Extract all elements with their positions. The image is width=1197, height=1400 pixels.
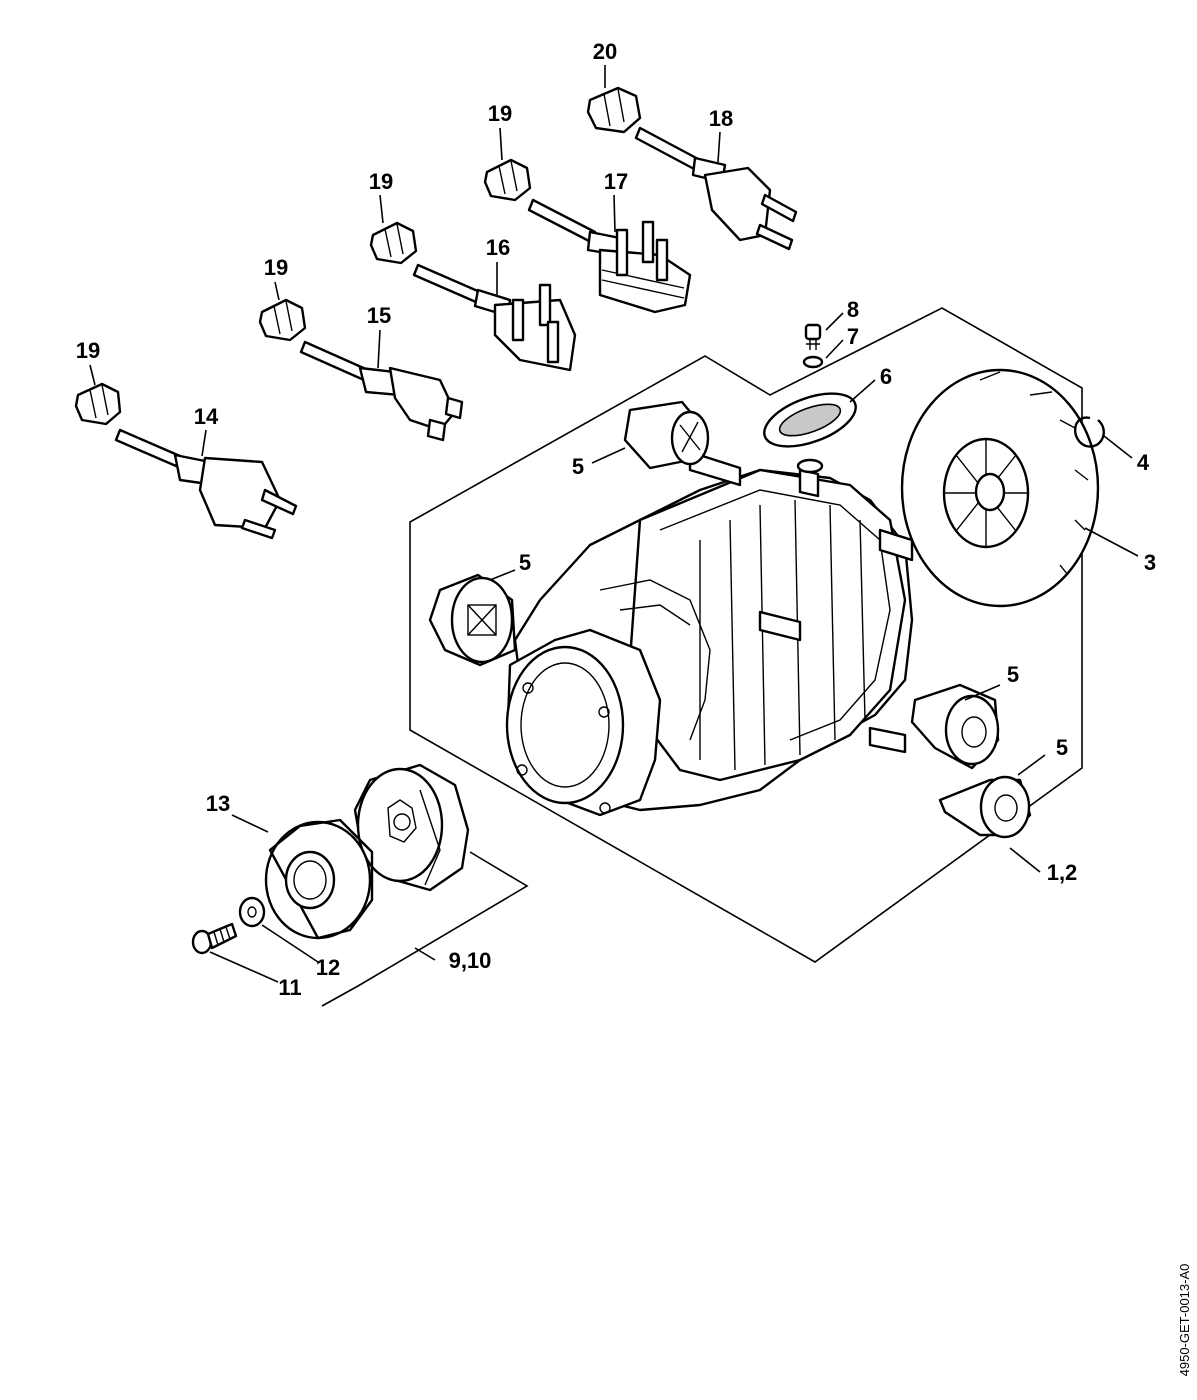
small-screw	[804, 323, 822, 350]
callout-17: 17	[604, 169, 628, 194]
circlip	[1074, 416, 1105, 448]
callout-15: 15	[367, 303, 391, 328]
callout-13: 13	[206, 791, 230, 816]
callout-1-2: 1,2	[1047, 860, 1078, 885]
callout-16: 16	[486, 235, 510, 260]
shaft-seal	[264, 818, 374, 940]
motor-housing	[505, 450, 914, 817]
rubber-damper-right-lower	[938, 775, 1032, 839]
callout-5-right-upper: 5	[1007, 662, 1019, 687]
callout-19-c: 19	[369, 169, 393, 194]
callout-11: 11	[278, 975, 301, 1000]
callout-9-10: 9,10	[449, 948, 492, 973]
power-cord-14	[114, 428, 298, 540]
callout-5-right-lower: 5	[1056, 735, 1068, 760]
fan-impeller	[900, 368, 1100, 608]
callout-20: 20	[593, 39, 617, 64]
callout-12: 12	[316, 955, 340, 980]
small-washer	[802, 355, 824, 369]
flat-washer	[238, 896, 266, 928]
seal-housing	[353, 763, 470, 892]
callout-3: 3	[1144, 550, 1156, 575]
callout-19-b: 19	[264, 255, 288, 280]
terminal-gasket	[763, 392, 857, 448]
callout-5-top: 5	[572, 454, 584, 479]
grommet-20	[586, 86, 642, 134]
power-cord-17	[527, 198, 692, 314]
power-cord-18	[634, 126, 798, 251]
power-cord-16	[412, 263, 577, 372]
seal-group-outline	[321, 851, 529, 1007]
assembly-outline	[409, 307, 1083, 963]
grommet-19-a	[74, 382, 122, 426]
grommet-19-d	[483, 158, 532, 202]
callout-8: 8	[847, 297, 859, 322]
callout-14: 14	[194, 404, 219, 429]
callout-18: 18	[709, 106, 733, 131]
power-cord-15	[299, 340, 464, 442]
grommet-19-c	[369, 221, 418, 265]
callout-4: 4	[1137, 450, 1150, 475]
reference-code: 4950-GET-0013-A0	[1177, 1264, 1192, 1377]
callout-7: 7	[847, 324, 859, 349]
callout-6: 6	[880, 364, 892, 389]
callout-5-left: 5	[519, 550, 531, 575]
callout-19-d: 19	[488, 101, 512, 126]
grommet-19-b	[258, 298, 307, 342]
rubber-damper-left	[428, 573, 517, 667]
hex-screw	[191, 922, 238, 955]
rubber-damper-top	[623, 400, 710, 470]
leader-lines	[89, 65, 1139, 983]
rubber-damper-right-upper	[910, 683, 1000, 770]
callout-19-a: 19	[76, 338, 100, 363]
